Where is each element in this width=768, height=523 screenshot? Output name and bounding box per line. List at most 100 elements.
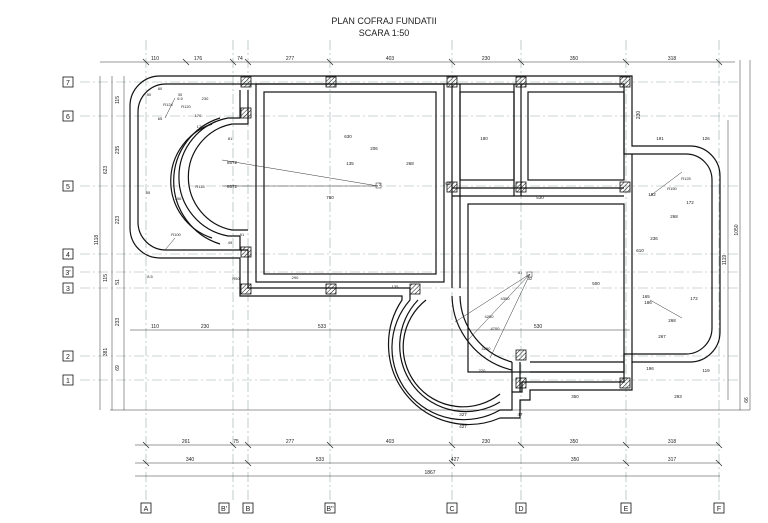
foundation-walls bbox=[129, 75, 721, 426]
middle-dimension: 230 bbox=[201, 324, 210, 330]
left-dimension: 223 bbox=[115, 216, 121, 225]
top-dimension: 350 bbox=[570, 56, 579, 62]
interior-dimension: 196 bbox=[646, 366, 654, 371]
left-dimension: 235 bbox=[115, 146, 121, 155]
bottom-dimension: 427 bbox=[451, 457, 460, 463]
bottom-dimension: 75 bbox=[233, 439, 239, 445]
middle-dimension: 533 bbox=[318, 324, 327, 330]
column-axis-markers: A B' B B'' C D E F bbox=[140, 502, 725, 514]
interior-dimension: 610 bbox=[636, 248, 644, 253]
interior-dimension: 268 bbox=[668, 318, 676, 323]
row-axis-label: 2 bbox=[66, 354, 70, 361]
row-axis-label: 3' bbox=[65, 270, 70, 277]
middle-dimension: 530 bbox=[534, 324, 543, 330]
row-axis-label: 5 bbox=[66, 184, 70, 191]
column-axis-box bbox=[446, 502, 458, 514]
drawing-scale: SCARA 1:50 bbox=[358, 28, 410, 38]
column-axis-label: E bbox=[624, 506, 629, 513]
left-dimension: 623 bbox=[103, 166, 109, 175]
bottom-dimension: 230 bbox=[482, 439, 491, 445]
interior-dimension: 350 bbox=[571, 394, 579, 399]
top-dimension: 74 bbox=[237, 56, 243, 62]
small-dimension: 8.5 bbox=[147, 274, 153, 279]
interior-dimension: 268 bbox=[406, 161, 414, 166]
interior-dimension: 427 bbox=[459, 424, 467, 429]
radial-leaders bbox=[164, 97, 683, 359]
small-dimension: 49 bbox=[228, 240, 233, 245]
interior-dimension: 172 bbox=[686, 200, 694, 205]
small-dimension: 4250 bbox=[485, 314, 495, 319]
interior-dimension: 172 bbox=[690, 296, 698, 301]
small-dimension: 81 bbox=[228, 136, 233, 141]
small-dimension: 2 bbox=[379, 182, 382, 187]
row-axis-box bbox=[62, 180, 74, 192]
dimension-ticks bbox=[142, 58, 723, 467]
small-dimension: 65 bbox=[158, 116, 163, 121]
bottom-dimension: 318 bbox=[668, 439, 677, 445]
top-dimension: 230 bbox=[482, 56, 491, 62]
row-axis-label: 7 bbox=[66, 80, 70, 87]
column-axis-label: F bbox=[717, 506, 721, 513]
column-axis-label: B' bbox=[221, 506, 227, 513]
small-dimension: 290 bbox=[292, 275, 299, 280]
column-axis-box bbox=[620, 502, 632, 514]
small-dimension: R50 bbox=[232, 276, 240, 281]
right-dimension: 1119 bbox=[722, 255, 728, 266]
column-axis-label: B'' bbox=[326, 506, 333, 513]
left-dimension: 1118 bbox=[94, 235, 100, 246]
small-dimension: 4300 bbox=[501, 296, 511, 301]
interior-dimension: 186 bbox=[644, 300, 652, 305]
interior-dimension: 8572 bbox=[227, 184, 238, 189]
interior-dimension: 268 bbox=[670, 214, 678, 219]
column-axis-box bbox=[242, 502, 254, 514]
row-axis-box bbox=[62, 110, 74, 122]
small-dimension: 4700 bbox=[491, 326, 501, 331]
interior-dimension: 165 bbox=[642, 294, 650, 299]
middle-dimension: 110 bbox=[151, 324, 159, 330]
left-dimension: 233 bbox=[115, 318, 121, 327]
row-axis-label: 6 bbox=[66, 114, 70, 121]
interior-dimension: 630 bbox=[344, 134, 352, 139]
small-dimension: R124 bbox=[163, 102, 173, 107]
small-dimension: R118 bbox=[195, 184, 205, 189]
overall-dimension: 1867 bbox=[424, 470, 435, 476]
small-dimension: 4250 bbox=[482, 346, 492, 351]
column-axis-box bbox=[713, 502, 725, 514]
row-axis-label: 3 bbox=[66, 286, 70, 293]
column-axis-label: D bbox=[518, 506, 523, 513]
bottom-dimension: 340 bbox=[186, 457, 195, 463]
small-dimension: 30 bbox=[178, 92, 183, 97]
interior-dimension: 126 bbox=[702, 136, 710, 141]
column-axis-label: C bbox=[449, 506, 454, 513]
row-axis-box bbox=[62, 282, 74, 294]
top-dimension: 110 bbox=[151, 56, 159, 62]
interior-dimension: 8572 bbox=[227, 160, 238, 165]
row-axis-box bbox=[62, 350, 74, 362]
small-dimension: R120 bbox=[181, 104, 191, 109]
small-dimension: 6.5 bbox=[177, 96, 183, 101]
bottom-dimension: 277 bbox=[286, 439, 295, 445]
row-axis-label: 1 bbox=[66, 378, 70, 385]
small-dimension: R150 bbox=[667, 186, 677, 191]
interior-dimension: 135 bbox=[346, 161, 354, 166]
column-axis-label: B bbox=[246, 506, 251, 513]
column-axis-label: A bbox=[144, 506, 149, 513]
left-dimension: 51 bbox=[115, 279, 121, 285]
left-dimension: 69 bbox=[115, 365, 121, 371]
bottom-dimension: 317 bbox=[668, 457, 677, 463]
columns bbox=[240, 76, 631, 389]
column-axis-box bbox=[324, 502, 336, 514]
small-dimension: 156 bbox=[175, 196, 182, 201]
interior-dimension: 530 bbox=[536, 195, 544, 200]
left-dimension: 381 bbox=[103, 348, 109, 357]
left-dimension: 115 bbox=[115, 96, 121, 104]
interior-dimension: 119 bbox=[702, 368, 710, 373]
bottom-dimension: 350 bbox=[571, 457, 580, 463]
left-dimension: 115 bbox=[103, 274, 109, 282]
small-dimension: 176 bbox=[195, 113, 202, 118]
column-axis-box bbox=[140, 502, 152, 514]
axis-grid bbox=[80, 40, 740, 500]
small-dimension: 135 bbox=[392, 284, 399, 289]
